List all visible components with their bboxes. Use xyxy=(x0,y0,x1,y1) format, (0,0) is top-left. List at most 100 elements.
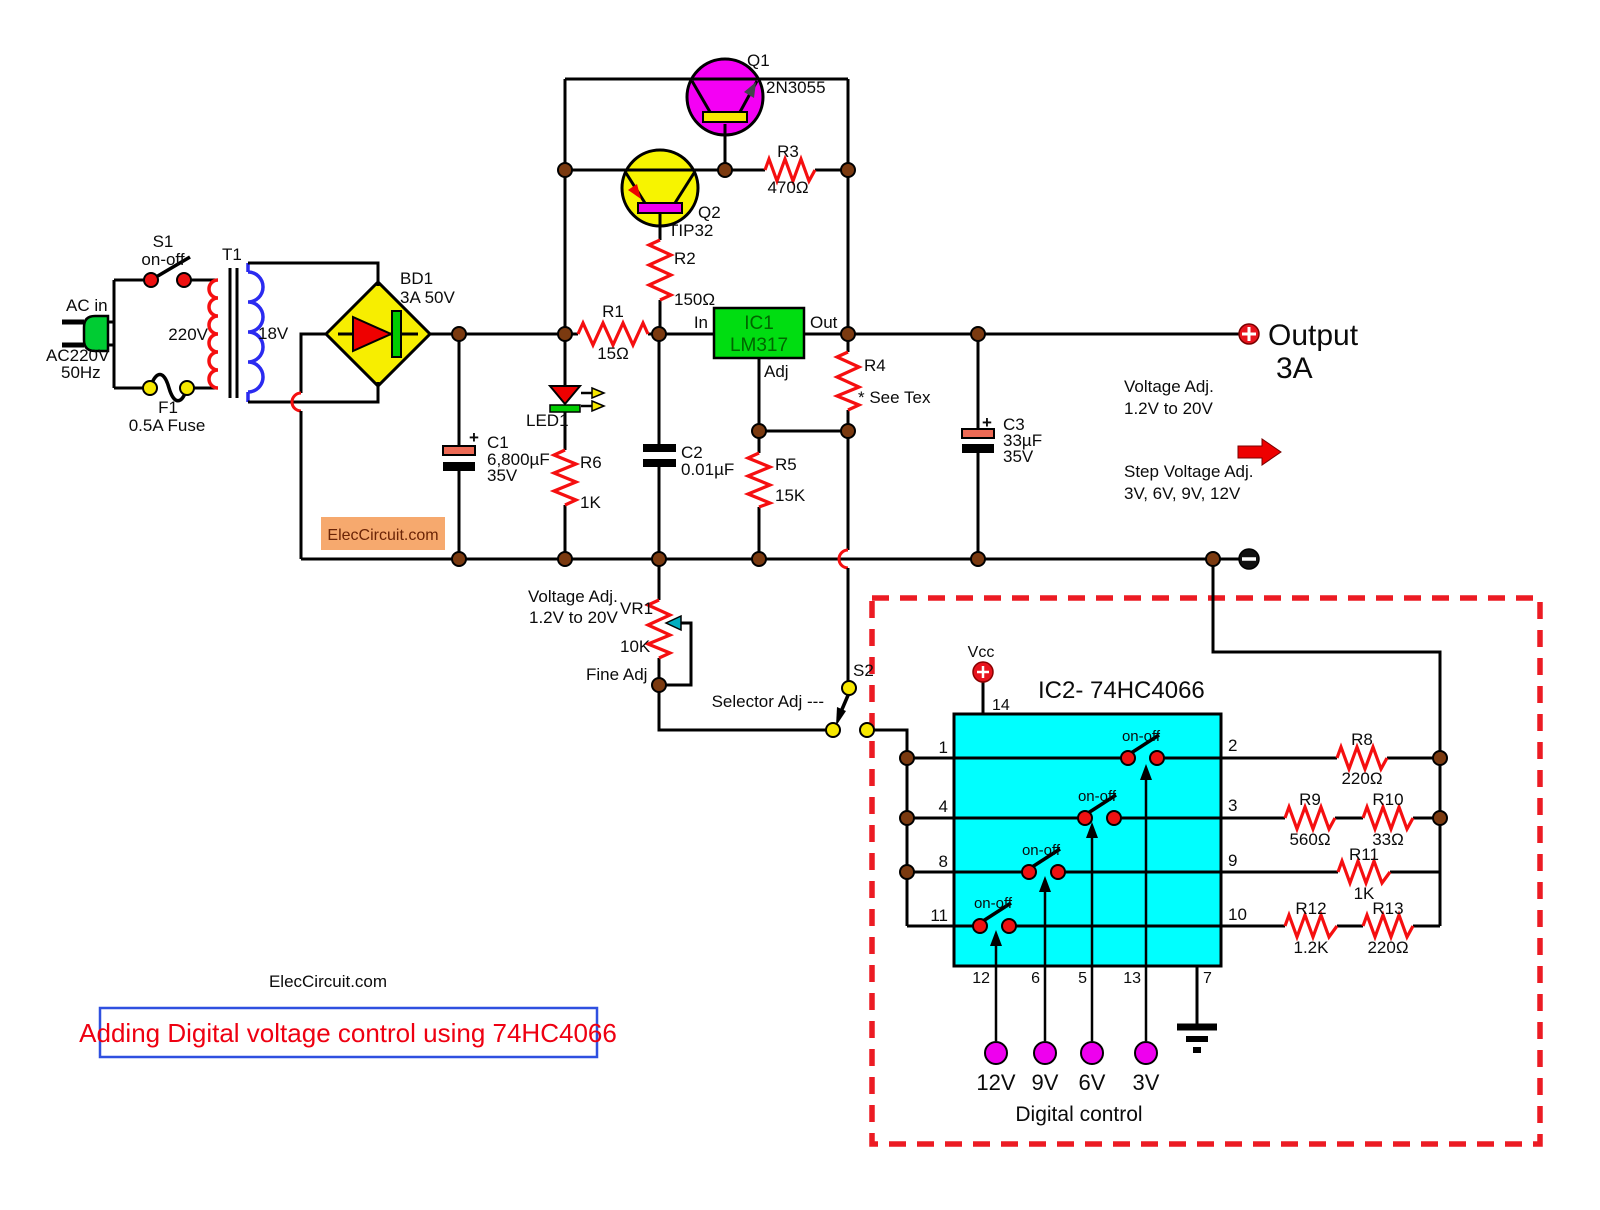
resistor-r13 xyxy=(1361,910,1415,942)
ic2-sw3-label: on-off xyxy=(1022,842,1061,859)
f1-value-label: 0.5A Fuse xyxy=(129,416,206,435)
resistor-r3 xyxy=(763,154,817,186)
q2-emitter-arrow-icon xyxy=(628,184,641,199)
r11-ref-label: R11 xyxy=(1349,845,1379,864)
ic2-sw2-label: on-off xyxy=(1078,788,1117,805)
input-9v-label: 9V xyxy=(1032,1070,1059,1095)
step-voltage-note-line1: Step Voltage Adj. xyxy=(1124,462,1254,481)
transistor-q1-details xyxy=(702,82,756,123)
ic2-switch3-lever xyxy=(1028,847,1061,871)
ac-spec-line1: AC220V xyxy=(46,346,110,365)
ic2-pin13-label: 13 xyxy=(1123,970,1141,987)
s2-contact xyxy=(825,722,841,738)
eleccircuit-footer-text: ElecCircuit.com xyxy=(269,972,387,991)
input-6v-label: 6V xyxy=(1079,1070,1106,1095)
labels: AC in AC220V 50Hz S1 on-off F1 0.5A Fuse… xyxy=(46,51,1409,1126)
c1-ref-label: C1 xyxy=(487,433,509,452)
ic2-sw4-contact xyxy=(972,918,988,934)
r11-value-label: 1K xyxy=(1354,884,1375,903)
r10-ref-label: R10 xyxy=(1372,790,1403,809)
r2-ref-label: R2 xyxy=(674,249,696,268)
schematic-title: Adding Digital voltage control using 74H… xyxy=(79,1018,617,1048)
s1-ref-label: S1 xyxy=(153,232,174,251)
vr1-wiper-arrow-icon xyxy=(664,614,682,632)
ic2-pin5-label: 5 xyxy=(1078,970,1087,987)
ic2-pin7-label: 7 xyxy=(1203,970,1212,987)
capacitor-c1 xyxy=(442,445,476,471)
r13-value-label: 220Ω xyxy=(1367,938,1408,957)
led1-label: LED1 xyxy=(526,411,569,430)
bridge-diode-icon xyxy=(352,315,394,353)
ic1-in-pin-label: In xyxy=(694,313,708,332)
resistor-r6 xyxy=(549,448,581,507)
c3-plus-label: + xyxy=(982,413,992,432)
ic2-pin12-label: 12 xyxy=(972,970,990,987)
c2-value-label: 0.01µF xyxy=(681,460,734,479)
ic2-pin14-label: 14 xyxy=(992,697,1010,714)
r6-ref-label: R6 xyxy=(580,453,602,472)
vr1-value-label: 10K xyxy=(620,637,651,656)
output-plus-terminal xyxy=(1238,323,1260,345)
bd1-ref-label: BD1 xyxy=(400,269,433,288)
ic2-sw1-label: on-off xyxy=(1122,728,1161,745)
resistor-r2 xyxy=(645,238,675,302)
c3-ref-label: C3 xyxy=(1003,415,1025,434)
f1-contact xyxy=(179,380,195,396)
wire-hop xyxy=(290,391,302,413)
digital-input-pins xyxy=(984,1041,1158,1065)
transformer-primary-coil xyxy=(207,278,219,390)
resistor-r9 xyxy=(1283,802,1337,834)
ic2-sw3-contact xyxy=(1021,864,1037,880)
ic2-sw1-contact xyxy=(1120,750,1136,766)
input-3v-label: 3V xyxy=(1133,1070,1160,1095)
transistor-q1-body xyxy=(685,57,765,137)
voltage-adj-note-line1: Voltage Adj. xyxy=(1124,377,1214,396)
r6-value-label: 1K xyxy=(580,493,601,512)
resistor-r11 xyxy=(1336,856,1392,888)
t1-ref-label: T1 xyxy=(222,245,242,264)
bd1-rating-label: 3A 50V xyxy=(400,288,455,307)
ic2-title-label: IC2- 74HC4066 xyxy=(1038,677,1205,704)
digital-control-dashed-border xyxy=(869,595,1543,1147)
s2-lever-arrowhead-icon xyxy=(836,707,846,726)
pin-3v xyxy=(1134,1041,1158,1065)
ic2-pin8-label: 8 xyxy=(939,852,948,871)
output-minus-terminal xyxy=(1238,548,1260,570)
ic1-out-pin-label: Out xyxy=(810,313,838,332)
resistors xyxy=(549,154,1415,942)
digital-control-caption: Digital control xyxy=(1015,1103,1142,1126)
r1-value-label: 15Ω xyxy=(597,344,629,363)
r4-note-label: * See Tex xyxy=(858,388,931,407)
c3-value-label: 33µF xyxy=(1003,431,1042,450)
s2-contact xyxy=(859,722,875,738)
ic2-pin1-label: 1 xyxy=(939,738,948,757)
r10-value-label: 33Ω xyxy=(1372,830,1404,849)
control-arrow-up-icon xyxy=(1140,764,1152,780)
r4-ref-label: R4 xyxy=(864,356,886,375)
ic2-sw1-contact xyxy=(1149,750,1165,766)
ic2-switch4-lever xyxy=(979,901,1012,925)
f1-ref-label: F1 xyxy=(158,398,178,417)
pin-9v xyxy=(1033,1041,1057,1065)
q1-ref-label: Q1 xyxy=(747,51,770,70)
s1-contact xyxy=(176,272,192,288)
q1-emitter-arrow-icon xyxy=(744,82,756,98)
vr1-wiper xyxy=(664,614,682,632)
voltage-adj-note-line2: 1.2V to 20V xyxy=(1124,399,1214,418)
r13-ref-label: R13 xyxy=(1372,899,1403,918)
led-light-arrow-icon xyxy=(591,399,606,413)
vr1-fine-adj-label: Fine Adj xyxy=(586,665,647,684)
ic2-pin11-label: 11 xyxy=(930,906,948,925)
ic1-regulator-body xyxy=(712,306,806,360)
ic2-sw4-label: on-off xyxy=(974,895,1013,912)
r8-value-label: 220Ω xyxy=(1341,769,1382,788)
r12-ref-label: R12 xyxy=(1295,899,1326,918)
ic2-sw3-contact xyxy=(1050,864,1066,880)
t1-secondary-label: 18V xyxy=(258,324,289,343)
vr1-heading-line1: Voltage Adj. xyxy=(528,587,618,606)
vr1-ref-label: VR1 xyxy=(620,599,653,618)
ic2-sw2-contact xyxy=(1106,810,1122,826)
ic2-pin9-label: 9 xyxy=(1228,851,1237,870)
ic2-pin2-label: 2 xyxy=(1228,736,1237,755)
